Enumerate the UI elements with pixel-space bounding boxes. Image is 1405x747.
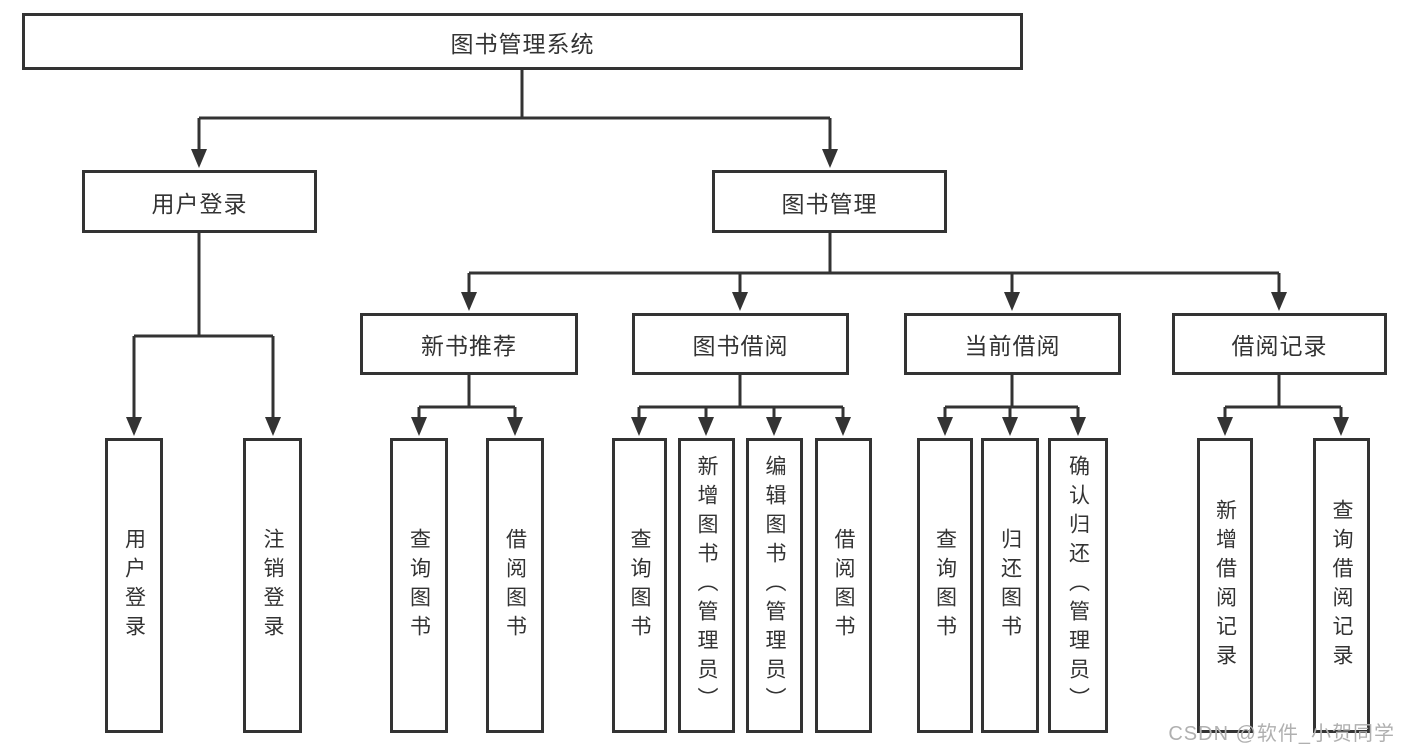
leaf-label: 借阅图书 bbox=[832, 527, 855, 644]
leaf-return-book: 归还图书 bbox=[981, 438, 1039, 733]
node-label: 图书管理 bbox=[781, 190, 878, 217]
arrow-down-icon bbox=[1217, 417, 1233, 436]
arrow-down-icon bbox=[1271, 292, 1287, 311]
leaf-borrow-books-recommend: 借阅图书 bbox=[486, 438, 544, 733]
node-label: 图书管理系统 bbox=[450, 30, 595, 57]
node-user-login: 用户登录 bbox=[82, 170, 317, 233]
leaf-add-book-admin: 新增图书（管理员） bbox=[678, 438, 735, 733]
leaf-label: 新增图书（管理员） bbox=[695, 455, 718, 716]
node-book-borrow: 图书借阅 bbox=[632, 313, 849, 375]
leaf-label: 编辑图书（管理员） bbox=[763, 455, 786, 716]
arrow-down-icon bbox=[126, 417, 142, 436]
node-new-book-recommend: 新书推荐 bbox=[360, 313, 578, 375]
node-label: 用户登录 bbox=[151, 190, 248, 217]
node-root: 图书管理系统 bbox=[22, 13, 1023, 70]
leaf-label: 查询图书 bbox=[628, 527, 651, 644]
node-current-borrow: 当前借阅 bbox=[904, 313, 1121, 375]
arrow-down-icon bbox=[461, 292, 477, 311]
node-label: 图书借阅 bbox=[692, 333, 789, 359]
watermark-text: CSDN @软件_小贺同学 bbox=[1168, 723, 1395, 745]
arrow-down-icon bbox=[698, 417, 714, 436]
arrow-down-icon bbox=[1004, 292, 1020, 311]
arrow-down-icon bbox=[732, 292, 748, 311]
leaf-label: 归还图书 bbox=[998, 527, 1022, 644]
arrow-down-icon bbox=[1333, 417, 1349, 436]
leaf-user-login: 用户登录 bbox=[105, 438, 163, 733]
node-label: 新书推荐 bbox=[421, 333, 517, 359]
leaf-query-books-borrow: 查询图书 bbox=[612, 438, 667, 733]
leaf-label: 借阅图书 bbox=[503, 527, 527, 644]
leaf-add-borrow-record: 新增借阅记录 bbox=[1197, 438, 1253, 733]
leaf-edit-book-admin: 编辑图书（管理员） bbox=[746, 438, 803, 733]
arrow-down-icon bbox=[766, 417, 782, 436]
leaf-query-borrow-record: 查询借阅记录 bbox=[1313, 438, 1370, 733]
arrow-down-icon bbox=[411, 417, 427, 436]
leaf-label: 查询图书 bbox=[933, 527, 957, 644]
leaf-query-books-recommend: 查询图书 bbox=[390, 438, 448, 733]
leaf-confirm-return-admin: 确认归还（管理员） bbox=[1048, 438, 1108, 733]
arrow-down-icon bbox=[1002, 417, 1018, 436]
leaf-borrow-books: 借阅图书 bbox=[815, 438, 872, 733]
arrow-down-icon bbox=[265, 417, 281, 436]
leaf-label: 查询借阅记录 bbox=[1330, 498, 1353, 673]
node-book-management: 图书管理 bbox=[712, 170, 947, 233]
arrow-down-icon bbox=[822, 149, 838, 168]
arrow-down-icon bbox=[191, 149, 207, 168]
leaf-logout: 注销登录 bbox=[243, 438, 302, 733]
leaf-query-books-current: 查询图书 bbox=[917, 438, 973, 733]
leaf-label: 查询图书 bbox=[407, 527, 431, 644]
node-label: 借阅记录 bbox=[1231, 333, 1328, 359]
leaf-label: 注销登录 bbox=[261, 527, 284, 644]
leaf-label: 用户登录 bbox=[122, 527, 146, 644]
arrow-down-icon bbox=[1070, 417, 1086, 436]
arrow-down-icon bbox=[507, 417, 523, 436]
arrow-down-icon bbox=[937, 417, 953, 436]
node-label: 当前借阅 bbox=[964, 333, 1061, 359]
arrow-down-icon bbox=[631, 417, 647, 436]
leaf-label: 确认归还（管理员） bbox=[1066, 455, 1090, 716]
arrow-down-icon bbox=[835, 417, 851, 436]
leaf-label: 新增借阅记录 bbox=[1213, 498, 1237, 673]
node-borrow-records: 借阅记录 bbox=[1172, 313, 1387, 375]
